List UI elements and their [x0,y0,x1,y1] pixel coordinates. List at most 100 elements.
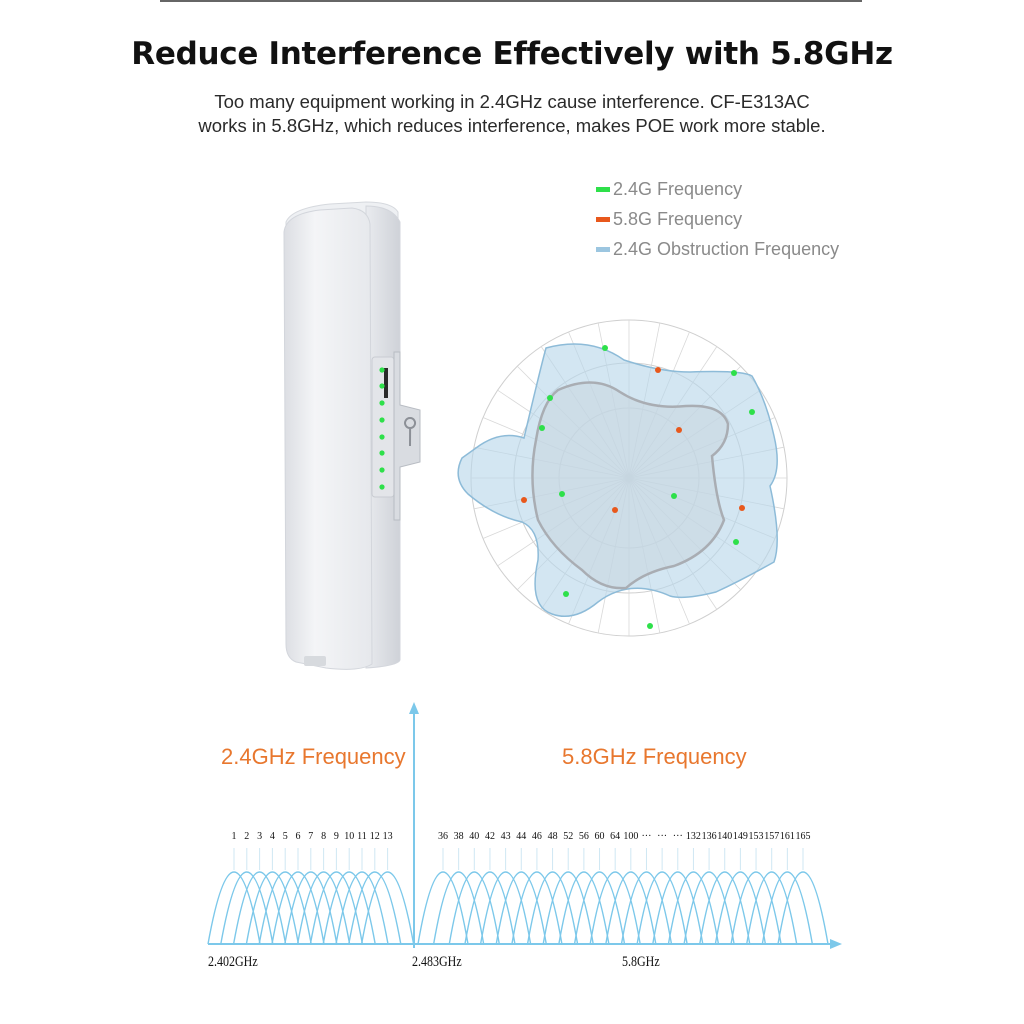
channel-wave [309,871,364,945]
channel-wave [652,871,704,945]
channel-wave [761,871,814,945]
green-dot [671,493,677,499]
green-dot [539,425,545,431]
channel-label: 132 [686,831,701,842]
channel-wave [714,871,767,945]
channel-wave [348,871,402,945]
channel-wave [777,871,829,945]
channel-wave [335,871,389,945]
channel-label: 2 [244,831,249,842]
waves-58ghz [417,871,829,945]
orange-dot [612,507,618,513]
device-mount-bracket [393,351,421,521]
device-led [379,467,385,473]
channel-wave [296,871,351,945]
green-dot [563,591,569,597]
green-dot [547,395,553,401]
vertical-axis-arrow [409,702,419,714]
channel-label: 64 [610,831,620,842]
legend-item-24g: 2.4G Frequency [596,174,839,204]
channel-label: 12 [370,831,380,842]
legend-label-obstruction: 2.4G Obstruction Frequency [613,238,840,259]
channel-wave [448,871,500,945]
legend-item-obstruction: 2.4G Obstruction Frequency [596,234,839,264]
channel-wave [558,871,610,945]
subtitle-line-1: Too many equipment working in 2.4GHz cau… [214,91,810,112]
device-led [379,400,385,406]
channel-label: ··· [641,831,651,842]
channel-label: 38 [454,831,464,842]
legend-label-24g: 2.4G Frequency [613,178,743,199]
orange-dot [676,427,682,433]
legend: 2.4G Frequency 5.8G Frequency 2.4G Obstr… [596,174,839,264]
channel-label: 56 [579,831,589,842]
channel-label: 13 [383,831,393,842]
channel-wave [432,871,485,945]
channel-wave [542,871,594,945]
legend-swatch-58g [596,216,610,222]
channel-wave [479,871,532,945]
legend-item-58g: 5.8G Frequency [596,204,839,234]
channel-wave [746,871,798,945]
channel-wave [589,871,641,945]
channel-wave [322,871,376,945]
channel-label: 44 [516,831,526,842]
channel-label: 60 [595,831,605,842]
channel-label: 157 [764,831,779,842]
channel-wave [464,871,516,945]
device-leds [379,367,385,490]
inner-region [531,381,730,590]
label-24ghz-frequency: 2.4GHz Frequency [221,744,406,769]
channel-label: ··· [657,831,667,842]
page-title: Reduce Interference Effectively with 5.8… [131,36,893,72]
channel-label: 46 [532,831,542,842]
legend-swatch-24g [596,186,610,192]
device-led [379,383,385,389]
device-led [379,450,385,456]
axis-label-58: 5.8GHz [622,954,660,970]
green-dot [733,539,739,545]
page-subtitle: Too many equipment working in 2.4GHz cau… [150,90,874,138]
device-front [283,207,373,670]
channel-wave [511,871,563,945]
device-led-panel [371,356,395,498]
channel-label: 11 [357,831,367,842]
channel-wave [730,871,782,945]
channel-wave [699,871,751,945]
channel-wave [417,871,469,945]
channel-wave [207,871,261,945]
channel-wave [284,871,338,945]
channel-label: 10 [344,831,354,842]
channel-label: 165 [796,831,811,842]
channel-wave [605,871,657,945]
channel-label: 8 [321,831,326,842]
green-dot [731,370,737,376]
channel-label: 149 [733,831,748,842]
channel-label: 1 [232,831,237,842]
channel-label: 5 [283,831,288,842]
channel-wave [667,871,720,945]
subtitle-line-2: works in 5.8GHz, which reduces interfere… [198,115,826,136]
channel-label: 43 [501,831,511,842]
green-dot [647,623,653,629]
channel-wave [232,871,287,945]
channel-wave [636,871,688,945]
channel-wave [573,871,626,945]
orange-dot [521,497,527,503]
green-dot [602,345,608,351]
channel-label: 153 [749,831,764,842]
orange-dot [655,367,661,373]
channel-label: 40 [469,831,479,842]
channel-wave [683,871,735,945]
device-label-strip [384,368,388,398]
channel-wave [258,871,312,945]
channel-wave [360,871,415,945]
device-foot [304,656,326,666]
channel-wave [220,871,274,945]
channel-wave [620,871,673,945]
axis-label-start: 2.402GHz [208,954,258,970]
radar-dots [521,345,755,629]
